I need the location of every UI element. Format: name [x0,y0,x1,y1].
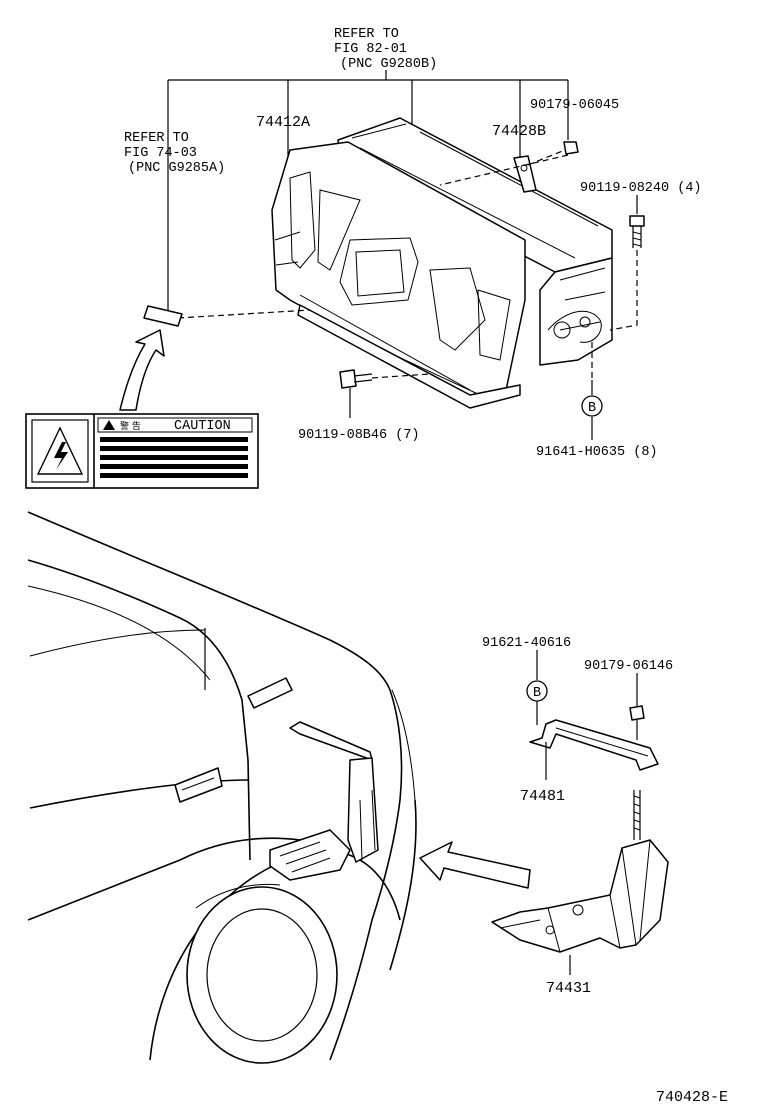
part-74428B: 74428B [492,123,546,140]
lower-leaders [536,650,638,975]
part-90179-06045: 90179-06045 [530,98,619,113]
bolt-90119-08B46 [339,369,373,389]
leader-lines-top [167,70,569,310]
bolt-90119-08240 [629,215,645,248]
caution-sticker-piece [143,305,183,327]
label-refer-line2: FIG 74-03 [124,146,197,161]
stud-bolt [633,790,641,840]
marker-b-top: B [581,395,603,417]
caution-glyphs: 警 告 [120,420,141,432]
diagram-id: 740428-E [656,1089,728,1106]
marker-b-bottom-text: B [533,686,541,701]
caution-label: 警 告 CAUTION [25,413,259,489]
marker-b-bottom: B [526,680,548,702]
part-74431: 74431 [546,980,591,997]
part-91641-H0635: 91641-H0635 (8) [536,445,658,460]
battery-assembly-74412A [271,117,613,409]
battery-refer-line1: REFER TO [334,27,399,42]
label-refer-line1: REFER TO [124,131,189,146]
part-74412A: 74412A [256,114,310,131]
label-refer-line3: (PNC G9285A) [128,161,225,176]
battery-refer-line2: FIG 82-01 [334,42,407,57]
part-leaders [349,195,638,440]
part-90179-06146: 90179-06146 [584,659,673,674]
battery-refer-line3: (PNC G9280B) [340,57,437,72]
part-91621-40616: 91621-40616 [482,636,571,651]
part-90119-08B46: 90119-08B46 (7) [298,428,420,443]
pointer-arrow-label [119,329,165,411]
battery-refer-callout: REFER TO FIG 82-01 (PNC G9280B) [334,27,437,72]
cover-74431 [491,839,669,953]
marker-b-top-text: B [588,401,596,416]
part-74481: 74481 [520,788,565,805]
vehicle-body [27,511,531,1064]
caution-text: CAUTION [174,419,231,434]
bracket-74481 [529,719,659,771]
nut-90179-06146 [629,705,645,740]
part-90119-08240: 90119-08240 (4) [580,181,702,196]
assembly-dashed-lines [177,149,638,380]
label-refer-callout: REFER TO FIG 74-03 (PNC G9285A) [124,131,225,176]
nut-90179-06045 [563,141,579,155]
lightning-bolt-icon [54,442,68,470]
warning-triangle-icon [103,420,115,430]
